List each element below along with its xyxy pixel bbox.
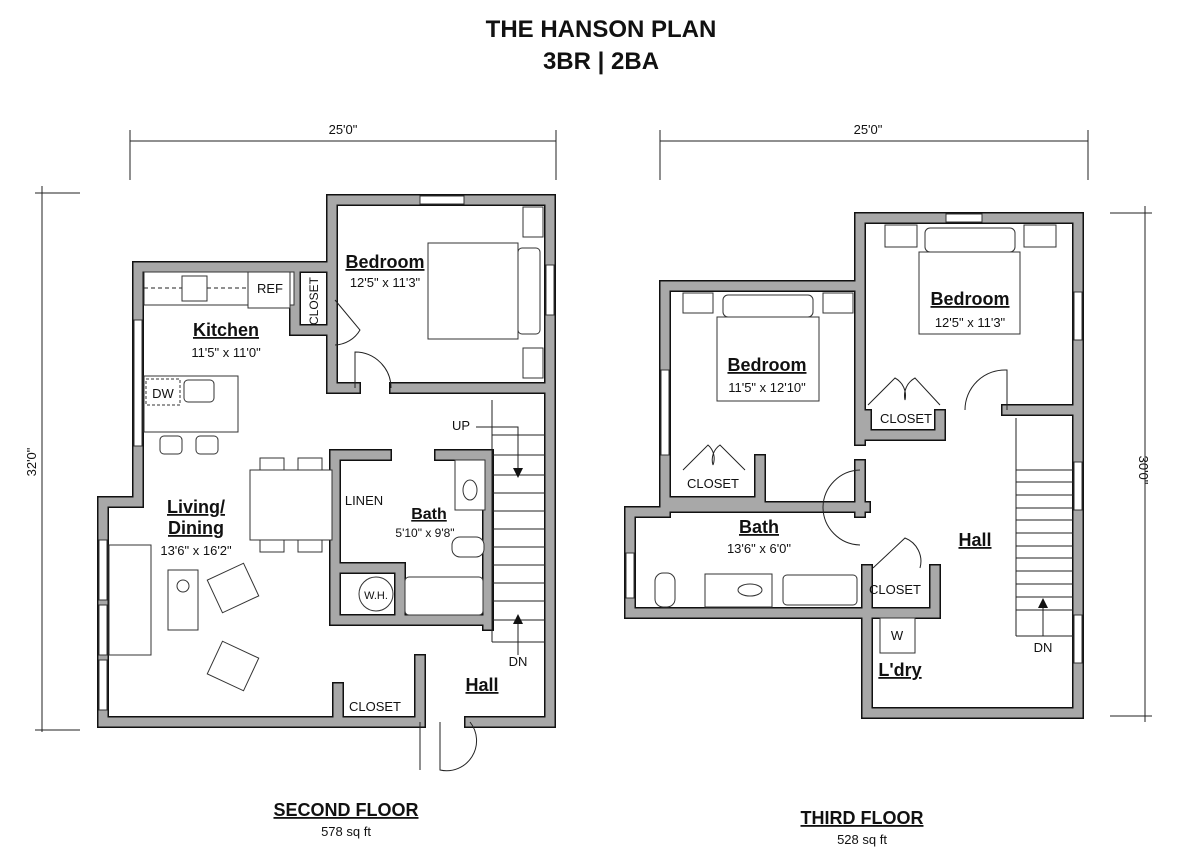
label-linen: LINEN bbox=[345, 493, 383, 508]
arrow-up-icon bbox=[513, 614, 523, 624]
room-name: L'dry bbox=[878, 660, 921, 680]
vanity bbox=[454, 459, 486, 511]
third-floor-depth-dimension: 30'0" bbox=[1110, 206, 1152, 722]
toilet-icon bbox=[654, 572, 676, 608]
label-dn: DN bbox=[509, 654, 528, 669]
washer-icon bbox=[879, 617, 916, 654]
label-closet: CLOSET bbox=[307, 276, 321, 325]
room-size: 12'5" x 11'3" bbox=[935, 315, 1006, 330]
room-name: Bedroom bbox=[930, 289, 1009, 309]
coffee-table bbox=[167, 569, 199, 631]
arrow-down-icon bbox=[513, 468, 523, 478]
label-closet: CLOSET bbox=[869, 582, 921, 597]
third-floor-caption: THIRD FLOOR bbox=[801, 808, 924, 828]
second-floor-area: 578 sq ft bbox=[321, 824, 371, 839]
third-floor-width-dimension: 25'0" bbox=[659, 122, 1089, 180]
bathtub-icon bbox=[782, 574, 858, 606]
bed bbox=[427, 242, 519, 340]
third-floor-stairs[interactable] bbox=[1015, 418, 1073, 637]
label-closet: CLOSET bbox=[880, 411, 932, 426]
room-name: Bedroom bbox=[345, 252, 424, 272]
bed bbox=[918, 251, 1021, 335]
kitchen-sink-icon bbox=[183, 379, 215, 403]
second-floor-fixtures bbox=[108, 206, 544, 772]
water-heater-icon bbox=[358, 576, 394, 612]
plan-subtitle: 3BR | 2BA bbox=[543, 48, 659, 75]
svg-text:30'0": 30'0" bbox=[1136, 456, 1151, 485]
plan-title: THE HANSON PLAN bbox=[486, 16, 717, 43]
second-floor-walls bbox=[97, 194, 556, 728]
second-floor-depth-dimension: 32'0" bbox=[24, 186, 80, 732]
svg-text:25'0": 25'0" bbox=[854, 122, 883, 137]
second-floor-stairs[interactable] bbox=[476, 400, 545, 655]
label-ref: REF bbox=[257, 281, 283, 296]
third-floor-area: 528 sq ft bbox=[837, 832, 887, 847]
toilet-icon bbox=[451, 536, 485, 558]
refrigerator-icon bbox=[247, 271, 291, 309]
sofa bbox=[108, 544, 152, 656]
label-washer: W bbox=[891, 628, 904, 643]
room-name: Hall bbox=[465, 675, 498, 695]
room-name: Bath bbox=[739, 517, 779, 537]
label-up: UP bbox=[452, 418, 470, 433]
room-size: 11'5" x 12'10" bbox=[728, 380, 806, 395]
label-closet: CLOSET bbox=[687, 476, 739, 491]
room-name: Bath bbox=[411, 506, 447, 523]
room-size: 5'10" x 9'8" bbox=[395, 526, 454, 540]
room-size: 13'6" x 16'2" bbox=[160, 543, 232, 558]
room-size: 12'5" x 11'3" bbox=[350, 275, 421, 290]
room-name: Living/ bbox=[167, 497, 225, 517]
armchair bbox=[206, 562, 260, 614]
dishwasher-icon bbox=[145, 378, 181, 406]
room-size: 13'6" x 6'0" bbox=[727, 541, 791, 556]
label-closet: CLOSET bbox=[349, 699, 401, 714]
label-dw: DW bbox=[152, 386, 174, 401]
arrow-up-icon bbox=[1038, 598, 1048, 608]
label-dn: DN bbox=[1034, 640, 1053, 655]
svg-text:25'0": 25'0" bbox=[329, 122, 358, 137]
svg-text:32'0": 32'0" bbox=[24, 447, 39, 476]
second-floor-width-dimension: 25'0" bbox=[129, 122, 557, 180]
third-floor-walls bbox=[624, 212, 1084, 719]
dining-table bbox=[249, 469, 333, 541]
room-name: Hall bbox=[958, 530, 991, 550]
second-floor-caption: SECOND FLOOR bbox=[273, 800, 418, 820]
room-name: Bedroom bbox=[727, 355, 806, 375]
room-size: 11'5" x 11'0" bbox=[191, 345, 261, 360]
room-name: Kitchen bbox=[193, 320, 259, 340]
room-name: Dining bbox=[168, 518, 224, 538]
bathtub-icon bbox=[404, 576, 484, 616]
armchair bbox=[206, 640, 260, 692]
third-floor-fixtures bbox=[654, 224, 1057, 654]
stove-icon bbox=[181, 275, 208, 302]
label-water-heater: W.H. bbox=[364, 590, 388, 602]
